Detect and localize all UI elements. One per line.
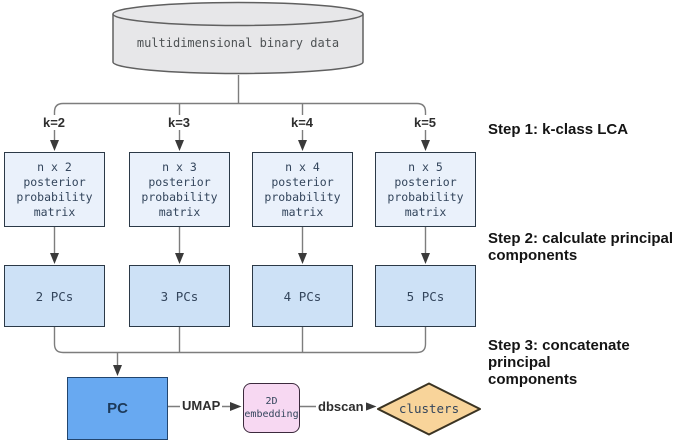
arrowhead-k4 — [298, 140, 307, 151]
arrowhead-k2 — [50, 140, 59, 151]
embedding-box: 2D embedding — [243, 383, 300, 433]
umap-edge-label: UMAP — [180, 398, 223, 413]
pcs-box-4: 4 PCs — [252, 265, 353, 327]
arrowhead-pcs-1 — [50, 253, 59, 264]
arrowhead-k5 — [421, 140, 430, 151]
arrowhead-k3 — [175, 140, 184, 151]
clusters-diamond-shape — [377, 382, 481, 436]
posterior-matrix-box-k2: n x 2 posterior probability matrix — [4, 152, 105, 227]
posterior-matrix-box-k4: n x 4 posterior probability matrix — [252, 152, 353, 227]
step1-label: Step 1: k-class LCA — [488, 121, 629, 138]
branch-label-k3: k=3 — [157, 115, 201, 130]
connector-merge-rail — [53, 327, 427, 354]
step2-label: Step 2: calculate principal components — [488, 230, 674, 264]
dbscan-edge-label: dbscan — [316, 399, 366, 414]
branch-label-k4: k=4 — [280, 115, 324, 130]
pcs-box-3: 3 PCs — [129, 265, 230, 327]
pcs-box-2: 2 PCs — [4, 265, 105, 327]
arrowhead-pcs-2 — [175, 253, 184, 264]
posterior-matrix-box-k5: n x 5 posterior probability matrix — [375, 152, 476, 227]
arrowhead-embedding — [230, 402, 242, 411]
data-source-label: multidimensional binary data — [136, 36, 340, 50]
connector-branch-rail — [53, 102, 427, 141]
arrowhead-pcs-3 — [298, 253, 307, 264]
posterior-matrix-box-k3: n x 3 posterior probability matrix — [129, 152, 230, 227]
arrowhead-pc — [113, 365, 122, 376]
step3-label: Step 3: concatenate principal components — [488, 337, 630, 388]
database-cylinder-shape — [112, 1, 364, 75]
arrowhead-clusters — [365, 402, 377, 411]
branch-label-k5: k=5 — [403, 115, 447, 130]
arrowhead-pcs-4 — [421, 253, 430, 264]
pcs-box-5: 5 PCs — [375, 265, 476, 327]
branch-label-k2: k=2 — [32, 115, 76, 130]
pc-box: PC — [67, 377, 168, 440]
clusters-diamond-label: clusters — [398, 401, 460, 416]
